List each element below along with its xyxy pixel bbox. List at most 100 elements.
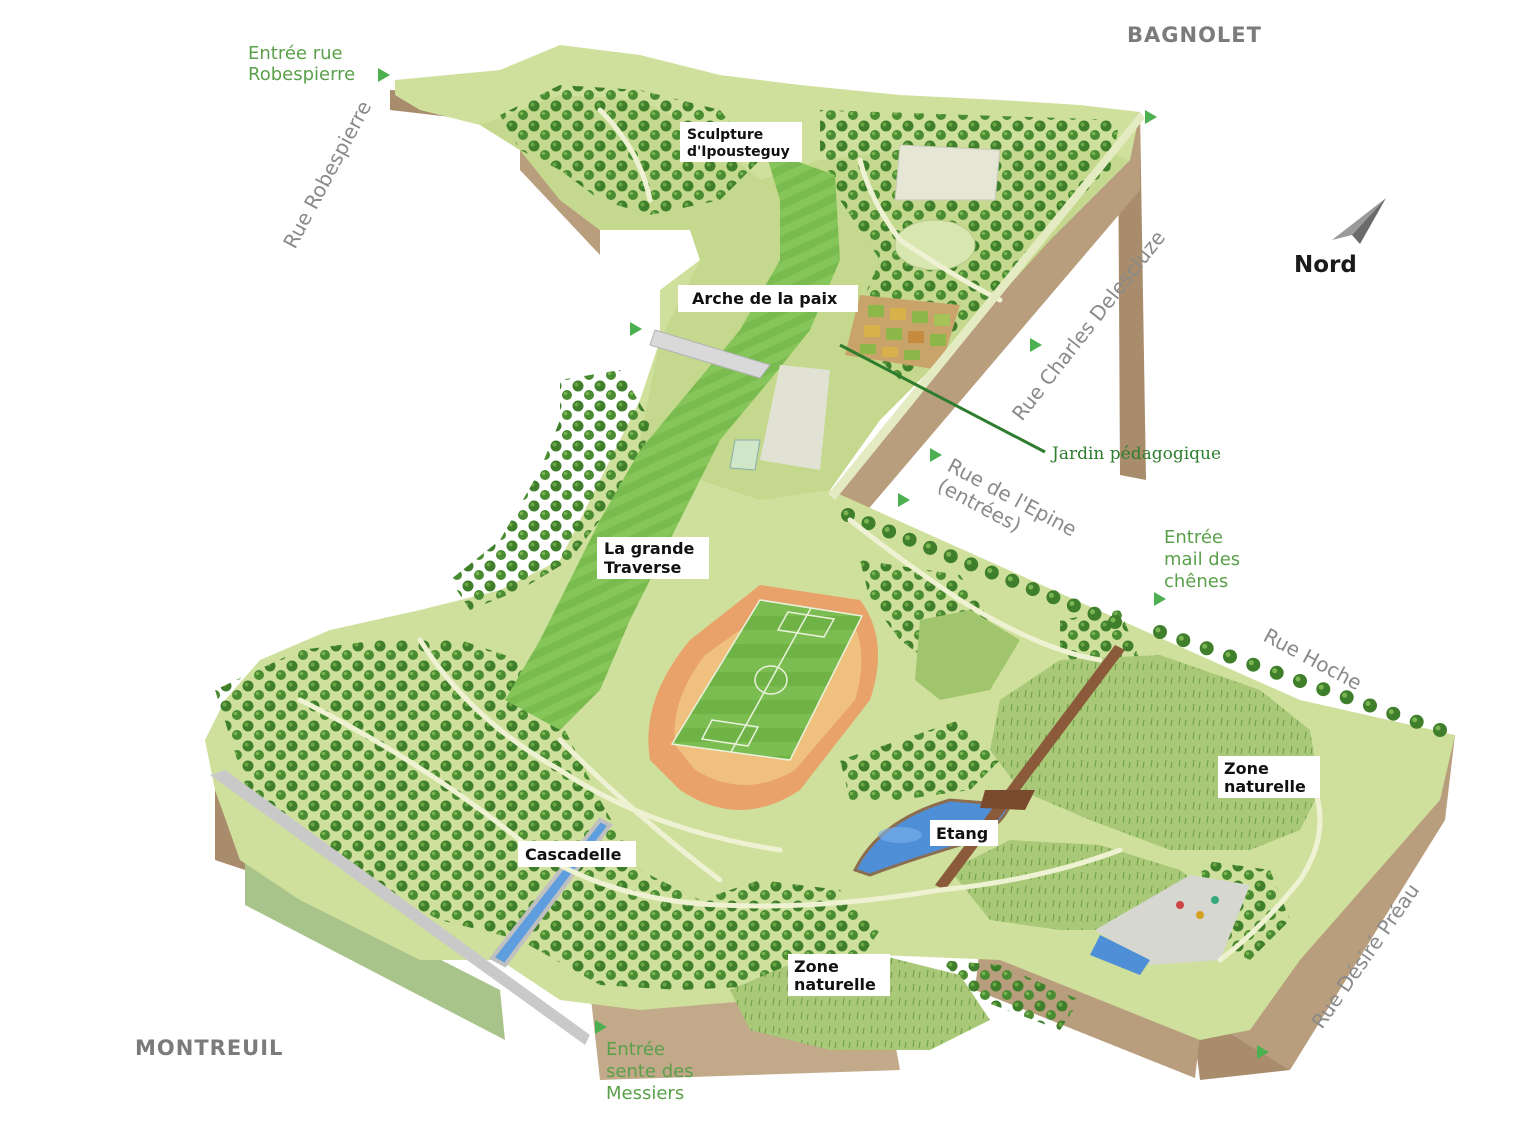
avenue-tree-highlight [1412, 717, 1418, 723]
avenue-tree [1087, 606, 1102, 621]
avenue-tree-highlight [1435, 725, 1441, 731]
avenue-tree-highlight [1155, 627, 1161, 633]
avenue-tree-highlight [843, 510, 849, 516]
avenue-tree-highlight [1007, 576, 1013, 582]
svg-text:naturelle: naturelle [794, 975, 876, 994]
avenue-tree [984, 565, 999, 580]
avenue-tree [902, 532, 917, 547]
svg-text:Etang: Etang [936, 824, 988, 843]
avenue-tree-highlight [1342, 692, 1348, 698]
compass-label: Nord [1294, 252, 1357, 278]
avenue-tree [923, 540, 938, 555]
svg-text:Entrée rue: Entrée rue [248, 43, 343, 64]
avenue-tree-highlight [1028, 584, 1034, 590]
avenue-tree [1223, 649, 1237, 664]
avenue-tree-highlight [966, 559, 972, 565]
entrance-marker-icon [1154, 592, 1166, 606]
entrance-marker-icon [1145, 110, 1157, 124]
jardin-pedagogique-plots [845, 295, 960, 370]
svg-text:Sculpture: Sculpture [687, 127, 763, 143]
svg-text:La grande: La grande [604, 539, 695, 558]
svg-text:Traverse: Traverse [604, 558, 682, 577]
playground [1090, 875, 1250, 975]
avenue-tree-highlight [1048, 592, 1054, 598]
entrance-marker-icon [898, 493, 910, 507]
east-rampart-top [828, 112, 1145, 500]
label-zone-naturelle-south: Zone naturelle [788, 954, 890, 996]
svg-text:naturelle: naturelle [1224, 777, 1306, 796]
jardin-callout-line [839, 343, 1046, 454]
svg-text:Entrée: Entrée [606, 1039, 665, 1060]
avenue-tree-highlight [1202, 643, 1208, 649]
avenue-tree [1153, 625, 1167, 639]
avenue-tree-highlight [946, 551, 952, 557]
avenue-tree-highlight [1090, 609, 1095, 615]
avenue-tree [1269, 665, 1284, 680]
svg-text:Arche de la paix: Arche de la paix [692, 289, 838, 308]
label-cascadelle: Cascadelle [518, 841, 636, 867]
avenue-tree-highlight [905, 535, 911, 541]
avenue-tree [1409, 714, 1424, 729]
entrance-sente-des-messiers: Entrée sente des Messiers [606, 1039, 694, 1104]
street-robespierre: Rue Robespierre [278, 97, 376, 253]
avenue-tree-highlight [987, 568, 993, 574]
avenue-tree-highlight [1178, 635, 1184, 641]
entrance-mail-des-chenes: Entrée mail des chênes [1164, 527, 1240, 592]
avenue-tree-highlight [925, 543, 931, 549]
avenue-tree [1386, 706, 1401, 721]
svg-text:chênes: chênes [1164, 571, 1228, 592]
north-arrow-icon [1332, 198, 1386, 244]
entrance-marker-icon [378, 68, 390, 82]
tree-avenue [841, 508, 1447, 737]
svg-text:Zone: Zone [1224, 759, 1269, 778]
avenue-tree-highlight [1272, 668, 1278, 674]
avenue-tree-highlight [1248, 660, 1254, 666]
avenue-tree [1363, 698, 1377, 713]
entrance-marker-icon [930, 448, 942, 462]
avenue-tree [1199, 641, 1214, 656]
avenue-tree-highlight [1365, 701, 1371, 706]
svg-text:Messiers: Messiers [606, 1083, 684, 1104]
avenue-tree-highlight [1388, 709, 1394, 715]
avenue-tree [882, 524, 897, 539]
avenue-tree [943, 549, 958, 564]
svg-text:Robespierre: Robespierre [248, 64, 355, 85]
avenue-tree [1046, 590, 1061, 605]
avenue-tree [1433, 723, 1447, 737]
svg-text:d'Ipousteguy: d'Ipousteguy [687, 144, 790, 160]
avenue-tree [1316, 682, 1331, 697]
avenue-tree-highlight [864, 518, 869, 524]
label-arche-de-la-paix: Arche de la paix [678, 285, 858, 312]
label-jardin-pedagogique: Jardin pédagogique [1050, 444, 1221, 464]
label-sculpture: Sculpture d'Ipousteguy [680, 122, 802, 162]
entrance-marker-icon [630, 322, 642, 336]
avenue-tree-highlight [1225, 652, 1231, 657]
label-grande-traverse: La grande Traverse [597, 537, 709, 579]
entrance-markers [378, 68, 1269, 1059]
boardwalk-deck [980, 790, 1035, 810]
avenue-tree-highlight [1110, 617, 1116, 623]
avenue-tree-highlight [1318, 684, 1324, 690]
avenue-tree [1025, 582, 1040, 597]
grande-traverse-lawn [505, 150, 840, 730]
avenue-tree-highlight [884, 527, 890, 532]
avenue-tree [1176, 633, 1191, 648]
avenue-tree [964, 557, 979, 572]
entrance-marker-icon [1257, 1045, 1269, 1059]
north-features [729, 144, 1001, 471]
avenue-tree [1066, 598, 1081, 613]
entrance-robespierre: Entrée rue Robespierre [248, 43, 355, 85]
entrance-marker-icon [595, 1020, 607, 1034]
street-hoche: Rue Hoche [1260, 623, 1366, 695]
svg-text:Entrée: Entrée [1164, 527, 1223, 548]
city-montreuil: MONTREUIL [135, 1036, 283, 1060]
svg-text:Cascadelle: Cascadelle [525, 845, 622, 864]
avenue-tree [1005, 573, 1020, 588]
city-bagnolet: BAGNOLET [1127, 23, 1262, 47]
stadium [648, 585, 878, 810]
label-etang: Etang [930, 820, 998, 846]
label-zone-naturelle-east: Zone naturelle [1218, 756, 1320, 798]
entrance-marker-icon [1030, 338, 1042, 352]
avenue-tree [1108, 615, 1122, 629]
